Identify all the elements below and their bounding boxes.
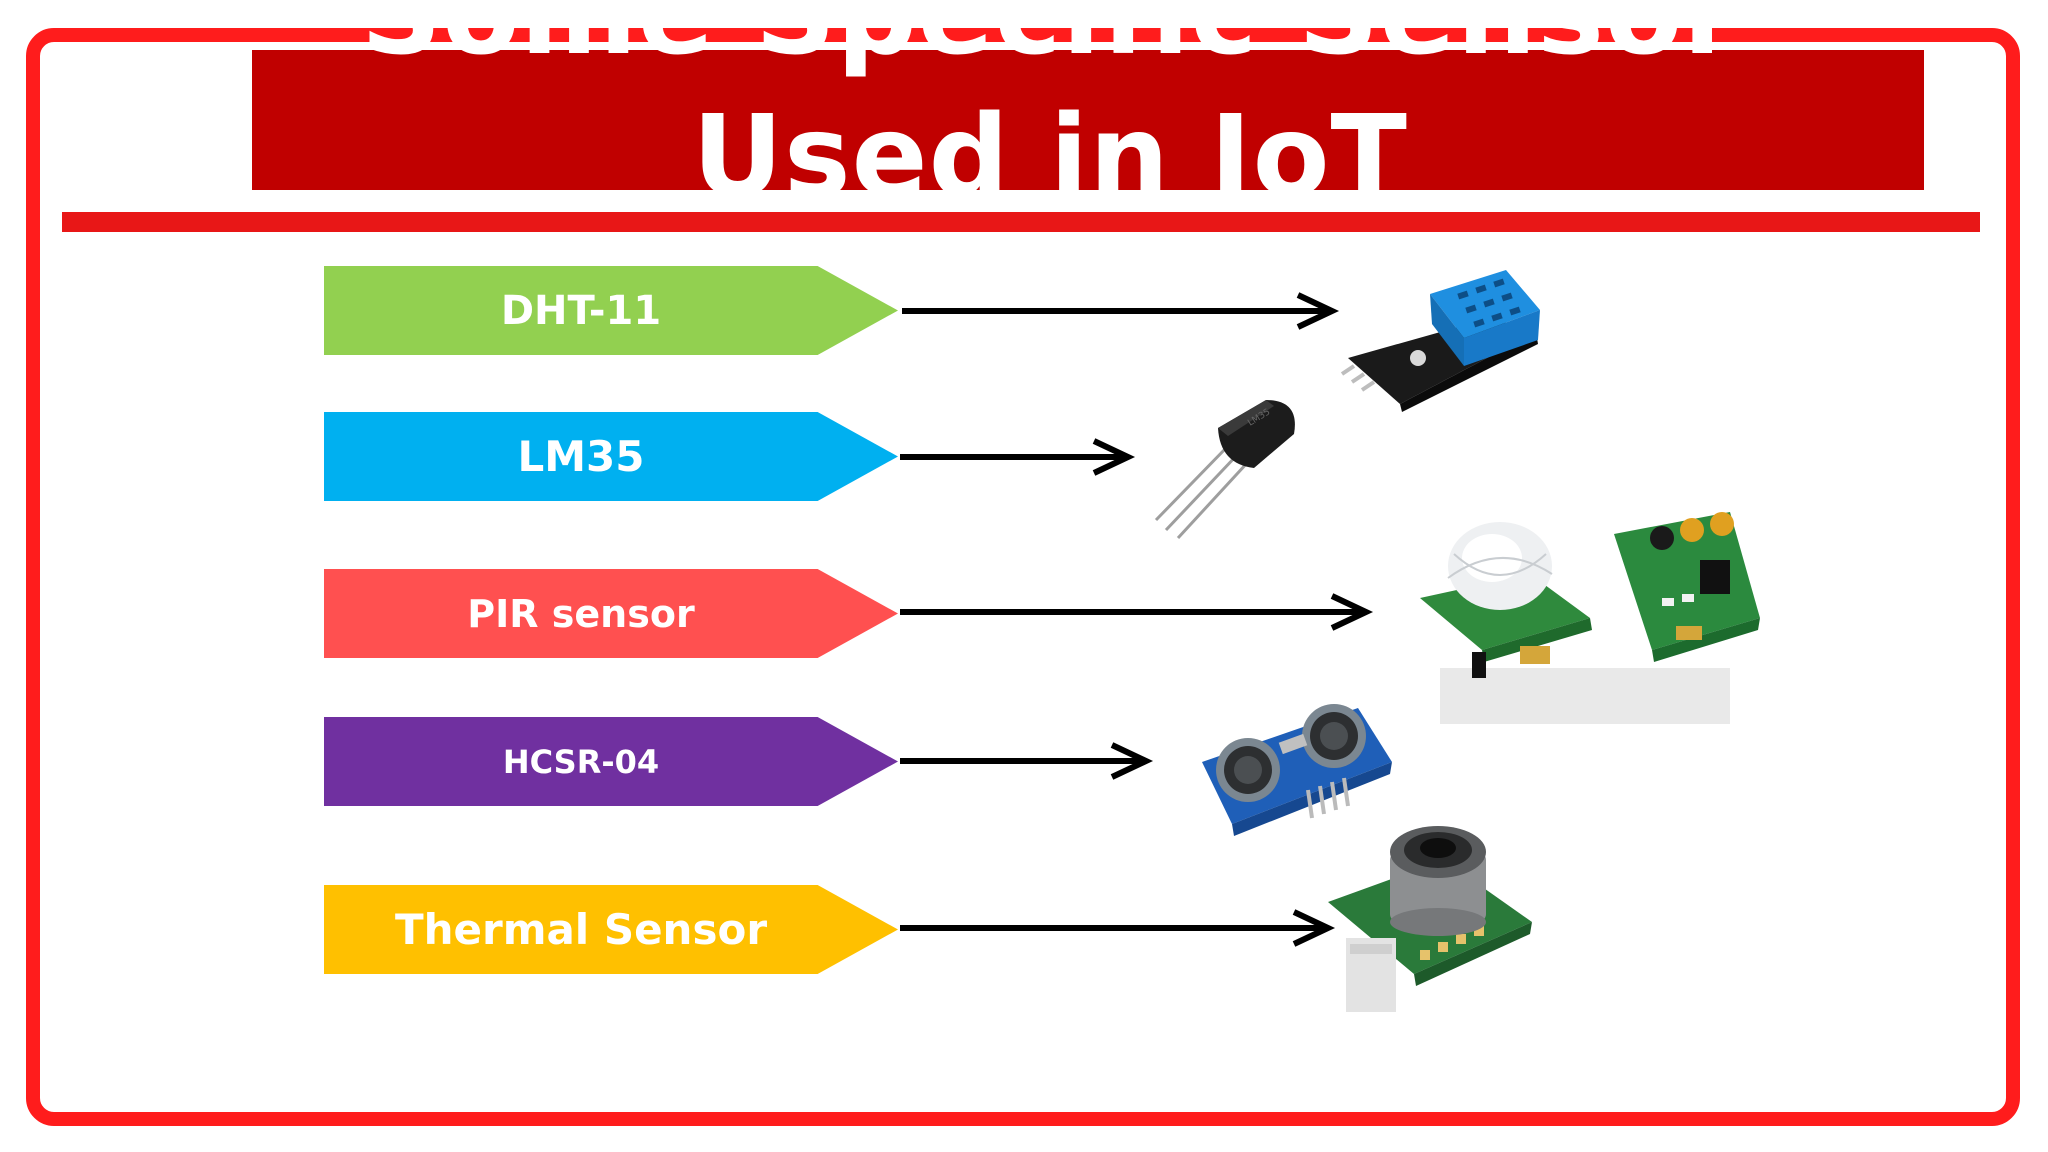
label-thermal-sensor: Thermal Sensor: [324, 885, 898, 974]
slide-title: Some Specific Sensor Used in IoT: [360, 0, 1740, 222]
title-rule: [62, 212, 1980, 232]
label-dht11: DHT-11: [324, 266, 898, 355]
pir-sensor-icon: [1420, 512, 1760, 724]
label-pir-sensor: PIR sensor: [324, 569, 898, 658]
title-bar: [252, 50, 1924, 190]
arrow-thermal: [900, 909, 1336, 947]
thermal-sensor-icon: [1328, 826, 1532, 1012]
dht11-sensor-icon: [1340, 270, 1540, 412]
arrow-hcsr04: [900, 742, 1154, 780]
label-hcsr04: HCSR-04: [324, 717, 898, 806]
lm35-sensor-icon: LM35: [1154, 400, 1295, 540]
arrow-dht11: [902, 292, 1340, 330]
label-lm35: LM35: [324, 412, 898, 501]
ultrasonic-sensor-icon: [1202, 704, 1392, 836]
arrow-pir: [900, 593, 1374, 631]
arrow-lm35: [900, 438, 1136, 476]
